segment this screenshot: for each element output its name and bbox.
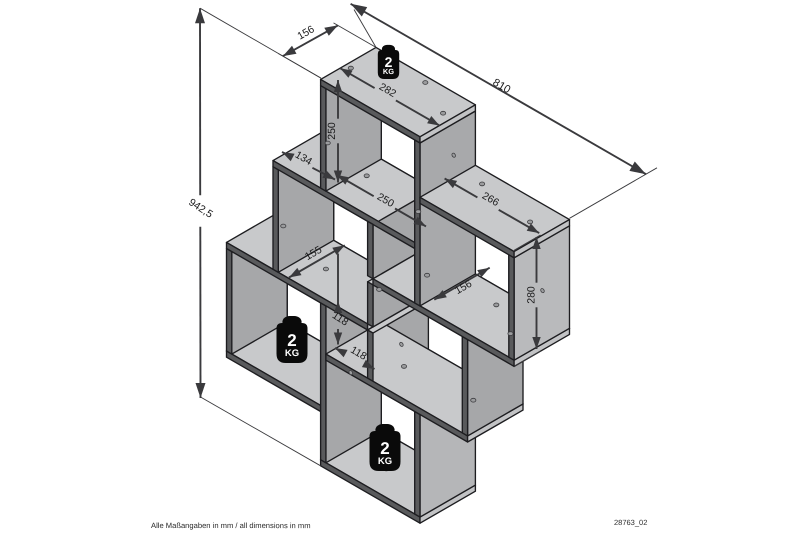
svg-text:KG: KG: [378, 456, 392, 467]
svg-text:280: 280: [526, 286, 538, 304]
svg-text:250: 250: [326, 122, 338, 140]
svg-text:KG: KG: [383, 67, 394, 76]
svg-text:Alle Maßangaben in mm / all di: Alle Maßangaben in mm / all dimensions i…: [151, 521, 311, 530]
svg-text:KG: KG: [285, 348, 299, 359]
svg-text:28763_02: 28763_02: [614, 518, 647, 527]
